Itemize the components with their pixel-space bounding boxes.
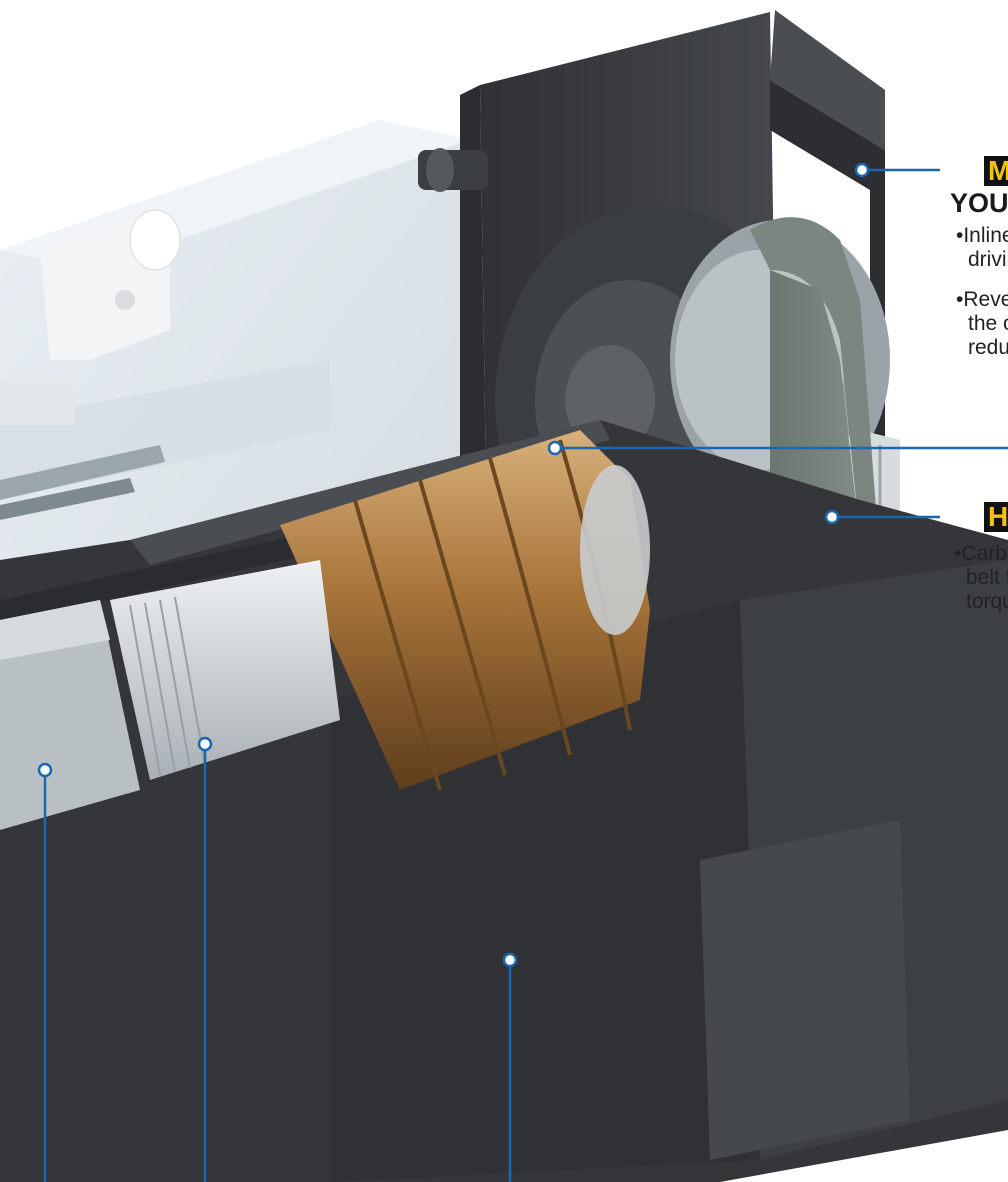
bullet-line: drivin [968, 248, 1008, 271]
motor-connector [0, 209, 181, 425]
callout-title: H [984, 502, 1008, 532]
ball-screw [110, 560, 340, 780]
callout-leader [502, 952, 518, 1182]
callout-title: M [984, 156, 1008, 186]
callout-leader [197, 736, 213, 1182]
bearing-stack [280, 430, 650, 791]
callout-subtitle: YOU [950, 188, 1008, 218]
callout-bullet: •Rever the o reduc [956, 288, 1008, 360]
callout-leader [854, 162, 940, 178]
bullet-line: the o [968, 312, 1008, 335]
callout-bullet: •Inline drivin [956, 224, 1008, 272]
callout-leader [824, 509, 940, 525]
bullet-line: •Rever [956, 288, 1008, 311]
bullet-line: •Carb [954, 542, 1007, 565]
timing-belt [750, 217, 880, 560]
bullet-line: •Inline [956, 224, 1008, 247]
bullet-line: reduc [968, 336, 1008, 359]
guide-rod [0, 445, 165, 520]
callout-leader [547, 440, 1008, 456]
carriage-block [0, 600, 140, 830]
bullet-line: torqu [966, 590, 1008, 613]
callout-bullet: •Carb belt f torqu [954, 542, 1008, 614]
mounting-bolt [418, 148, 488, 192]
callout-leader [37, 762, 53, 1182]
bullet-line: belt f [966, 566, 1008, 589]
